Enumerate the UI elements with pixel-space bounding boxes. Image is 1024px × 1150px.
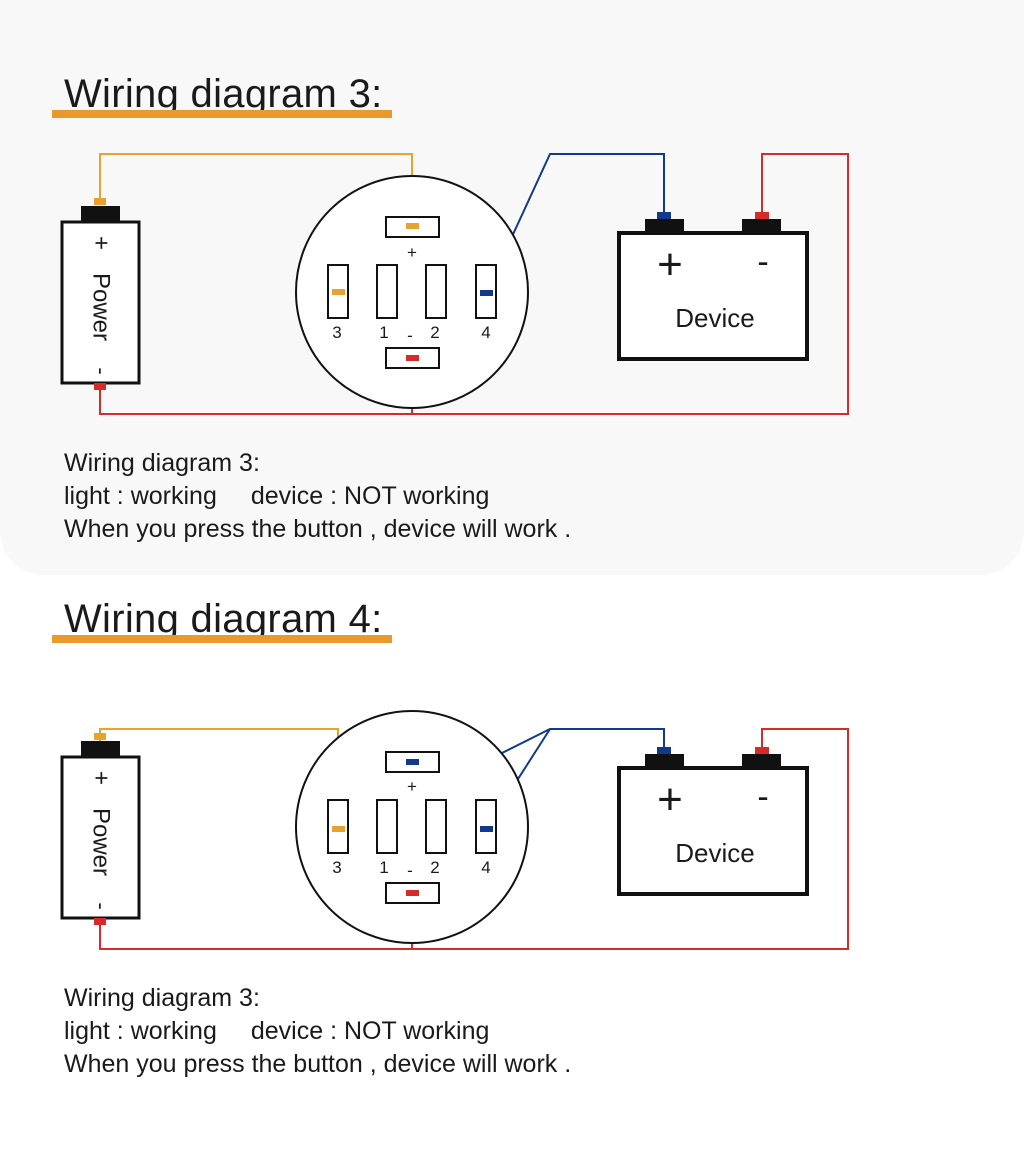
device-plus-sign: + <box>657 775 683 824</box>
light-status: light : working <box>64 1017 217 1045</box>
device-body <box>617 766 809 896</box>
minus-pin-contact <box>406 355 419 361</box>
panel-heading: Wiring diagram 3: <box>64 72 383 116</box>
light-status: light : working <box>64 482 217 510</box>
power-body <box>60 220 141 385</box>
push-switch: + - 3 1 2 4 <box>295 710 529 944</box>
pin-3-label: 3 <box>332 323 341 342</box>
pin-3-contact <box>332 289 345 295</box>
caption-status: light : working device : NOT working <box>64 480 571 513</box>
device-minus-sign: - <box>757 778 768 816</box>
switch-minus-label: - <box>407 861 413 880</box>
power-label: Power <box>88 808 115 876</box>
device: + - Device <box>617 747 809 896</box>
wiring-diagram: + Power - + - 3 1 2 4 <box>60 710 849 950</box>
device-minus-sign: - <box>757 243 768 281</box>
pin-4-label: 4 <box>481 858 490 877</box>
power-minus-sign: - <box>89 367 114 374</box>
device-minus-terminal <box>755 212 769 219</box>
plus-pin-contact <box>406 759 419 765</box>
pin-2 <box>425 799 447 854</box>
device-minus-post <box>742 219 781 233</box>
pin-4-contact <box>480 290 493 296</box>
red-wire-device <box>99 728 849 950</box>
device-plus-post <box>645 754 684 768</box>
pin-4-contact <box>480 826 493 832</box>
plus-pin-contact <box>406 223 419 229</box>
device-plus-terminal <box>657 212 671 219</box>
diagram-caption: Wiring diagram 3: light : working device … <box>64 447 571 546</box>
power-plus-sign: + <box>88 771 115 785</box>
device-body <box>617 231 809 361</box>
power-minus-terminal <box>94 383 106 390</box>
caption-title: Wiring diagram 3: <box>64 449 260 477</box>
power-cap <box>81 206 120 223</box>
pin-1-label: 1 <box>379 323 388 342</box>
heading-underline <box>52 110 392 118</box>
diagram-caption: Wiring diagram 3: light : working device … <box>64 982 571 1081</box>
power-minus-terminal <box>94 918 106 925</box>
red-wire-device <box>99 153 849 415</box>
device-plus-post <box>645 219 684 233</box>
device-plus-terminal <box>657 747 671 754</box>
power-plus-sign: + <box>88 236 115 250</box>
heading-underline <box>52 635 392 643</box>
power-source: + Power - <box>60 733 141 925</box>
device-status: device : NOT working <box>250 1017 490 1045</box>
device-minus-post <box>742 754 781 768</box>
caption-instruction: When you press the button , device will … <box>64 515 572 543</box>
device-label: Device <box>675 838 754 868</box>
pin-3-label: 3 <box>332 858 341 877</box>
power-label: Power <box>88 273 115 341</box>
switch-plus-label: + <box>407 243 417 262</box>
pin-1-label: 1 <box>379 858 388 877</box>
pin-2-label: 2 <box>430 323 439 342</box>
power-cap <box>81 741 120 758</box>
pin-3-contact <box>332 826 345 832</box>
pin-2-label: 2 <box>430 858 439 877</box>
device: + - Device <box>617 212 809 361</box>
wiring-panel-3: Wiring diagram 3: + Power - <box>52 72 849 546</box>
device-status: device : NOT working <box>250 482 490 510</box>
switch-plus-label: + <box>407 777 417 796</box>
push-switch: + - 3 1 2 4 <box>295 175 529 409</box>
caption-status: light : working device : NOT working <box>64 1015 571 1048</box>
pin-2 <box>425 264 447 319</box>
panel-heading: Wiring diagram 4: <box>64 597 383 641</box>
device-plus-sign: + <box>657 240 683 289</box>
power-minus-sign: - <box>89 902 114 909</box>
pin-1 <box>376 799 398 854</box>
caption-title: Wiring diagram 3: <box>64 984 260 1012</box>
switch-housing <box>295 710 529 944</box>
switch-minus-label: - <box>407 326 413 345</box>
wiring-panel-4: Wiring diagram 4: + Power - <box>0 575 1024 1150</box>
wiring-diagram: + Power - + - 3 1 2 4 <box>60 153 849 415</box>
pin-1 <box>376 264 398 319</box>
blue-wire <box>485 153 665 294</box>
device-minus-terminal <box>755 747 769 754</box>
minus-pin-contact <box>406 890 419 896</box>
power-body <box>60 755 141 920</box>
switch-housing <box>295 175 529 409</box>
power-plus-terminal <box>94 198 106 205</box>
pin-4-label: 4 <box>481 323 490 342</box>
caption-instruction: When you press the button , device will … <box>64 1050 572 1078</box>
power-plus-terminal <box>94 733 106 740</box>
power-source: + Power - <box>60 198 141 390</box>
device-label: Device <box>675 303 754 333</box>
